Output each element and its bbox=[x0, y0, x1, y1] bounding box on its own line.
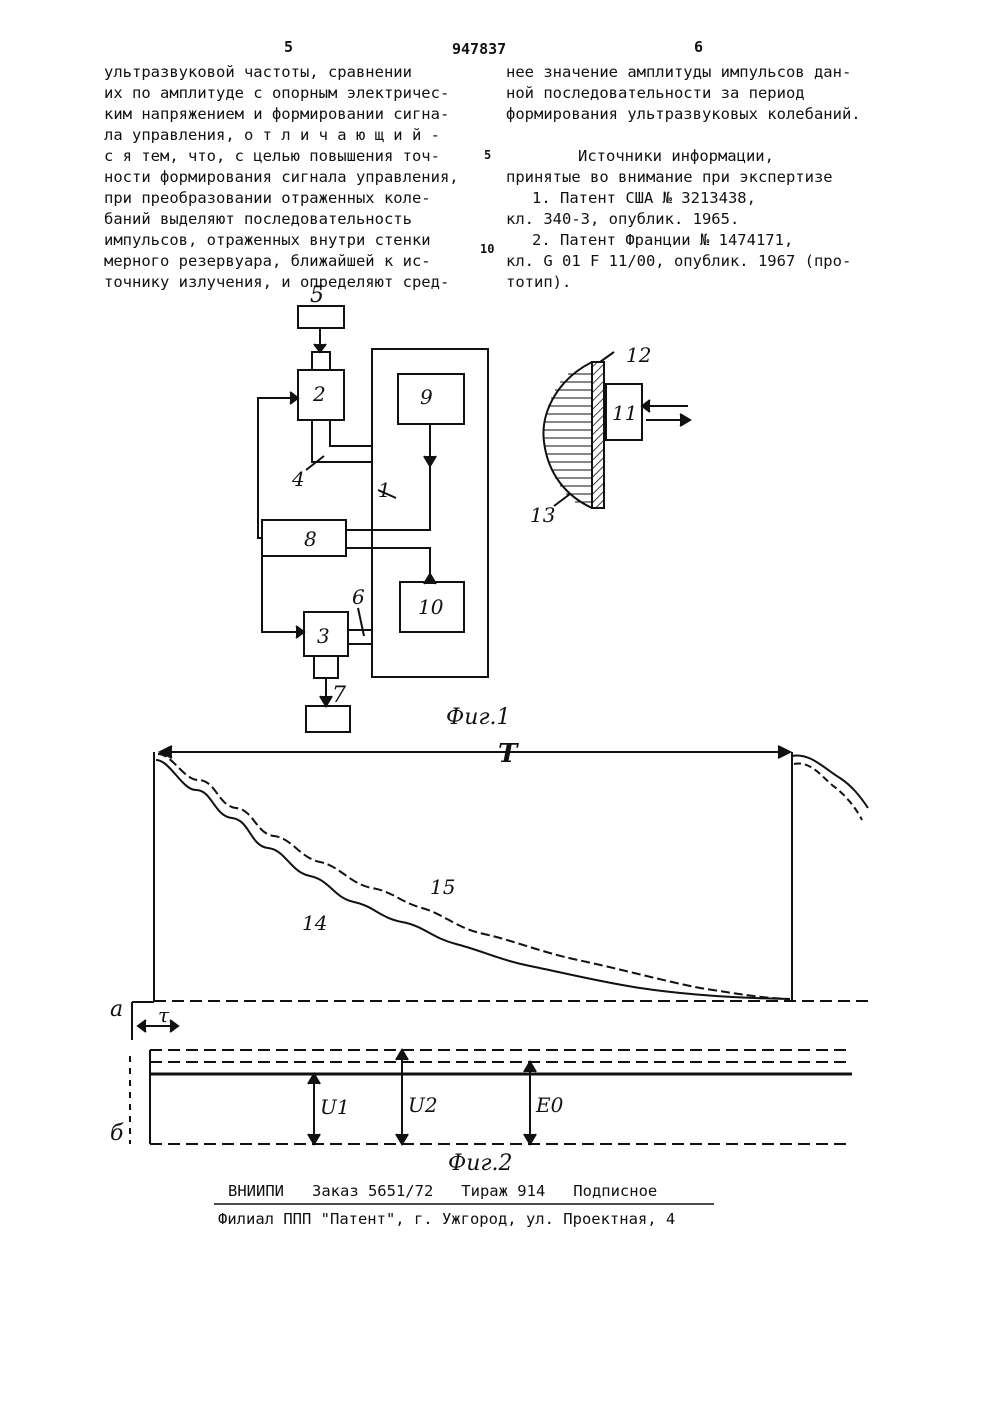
voltage-label-e0: E0 bbox=[535, 1093, 564, 1117]
label-7: 7 bbox=[332, 683, 346, 708]
figure-1-caption: Фиг.1 bbox=[446, 705, 511, 730]
label-2: 2 bbox=[312, 382, 326, 406]
label-8: 8 bbox=[304, 527, 317, 551]
label-10: 10 bbox=[418, 595, 444, 619]
block-7 bbox=[306, 706, 350, 732]
label-5: 5 bbox=[310, 283, 324, 308]
label-3: 3 bbox=[317, 624, 330, 648]
label-4: 4 bbox=[291, 467, 305, 491]
wall-12 bbox=[592, 362, 604, 508]
label-6: 6 bbox=[352, 585, 365, 609]
label-13: 13 bbox=[530, 503, 555, 527]
label-1: 1 bbox=[378, 478, 391, 502]
label-11: 11 bbox=[612, 401, 637, 425]
curve-label-14: 14 bbox=[302, 911, 327, 935]
label-12: 12 bbox=[626, 343, 651, 367]
footer-line-1: ВНИИПИ Заказ 5651/72 Тираж 914 Подписное bbox=[228, 1182, 657, 1200]
block-5 bbox=[298, 306, 344, 328]
voltage-label-u2: U2 bbox=[408, 1093, 438, 1117]
figure-2-caption: Фиг.2 bbox=[448, 1151, 513, 1176]
period-label: T bbox=[498, 739, 519, 769]
a-label: а bbox=[110, 997, 123, 1022]
label-9: 9 bbox=[420, 385, 433, 409]
b-label: б bbox=[110, 1121, 124, 1146]
tau-label: τ bbox=[158, 1003, 170, 1027]
footer-line-2: Филиал ППП "Патент", г. Ужгород, ул. Про… bbox=[218, 1210, 675, 1228]
curve-label-15: 15 bbox=[430, 875, 455, 899]
voltage-label-u1: U1 bbox=[320, 1095, 350, 1119]
